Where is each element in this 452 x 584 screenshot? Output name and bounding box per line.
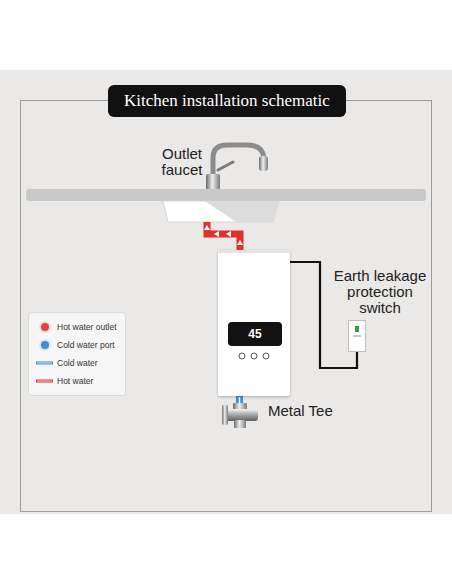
legend-line-highlight — [37, 381, 52, 382]
legend-text: Hot water — [57, 376, 93, 386]
display-readout: 45 — [228, 322, 282, 346]
legend-line-highlight — [37, 363, 52, 364]
legend-swatch-area — [35, 318, 55, 336]
faucet-neck — [213, 145, 264, 178]
flow-arrow — [214, 231, 219, 237]
legend-swatch-area — [35, 372, 55, 390]
faucet-base — [206, 174, 220, 190]
title-banner: Kitchen installation schematic — [108, 85, 346, 117]
legend-row: Cold water — [35, 354, 117, 372]
legend-line-sample — [35, 354, 55, 372]
legend-dot — [41, 341, 49, 349]
device-label: Earth leakage protection switch — [328, 268, 432, 316]
legend-row: Cold water port — [35, 336, 117, 354]
faucet-lever — [218, 162, 233, 170]
background-panel — [0, 70, 452, 514]
tee-outlet — [234, 420, 246, 428]
legend-text: Cold water port — [57, 340, 115, 350]
water-heater: 45 — [218, 250, 290, 396]
legend-text: Cold water — [57, 358, 98, 368]
control-icon — [239, 353, 245, 359]
leakage-switch: Earth leakage protection switch — [328, 268, 432, 352]
countertop — [26, 189, 426, 201]
legend-text: Hot water outlet — [57, 322, 117, 332]
part-label: Metal Tee — [268, 403, 333, 419]
tee-nut — [233, 403, 247, 410]
tee-valve-handle — [222, 405, 228, 425]
hot-water-pipe — [207, 222, 240, 250]
legend-swatch-area — [35, 336, 55, 354]
legend-swatch-area — [35, 354, 55, 372]
legend-dot — [41, 323, 49, 331]
legend-line — [36, 362, 53, 365]
legend-row: Hot water outlet — [35, 318, 117, 336]
title-text: Kitchen installation schematic — [108, 85, 346, 117]
sink-shading — [205, 201, 279, 222]
legend-line-sample — [35, 372, 55, 390]
switch-button — [355, 326, 359, 332]
heater-top-edge — [218, 250, 290, 253]
flow-arrow — [226, 231, 231, 237]
switch-body — [348, 320, 366, 352]
flow-arrow — [204, 225, 210, 230]
legend-box: Hot water outletCold water portCold wate… — [28, 312, 126, 396]
tee-body — [226, 409, 258, 421]
legend-row: Hot water — [35, 372, 117, 390]
switch-indicator — [353, 335, 361, 337]
legend-line — [36, 380, 53, 383]
flow-arrow — [237, 240, 243, 245]
frame — [21, 101, 432, 512]
sink-basin — [163, 201, 279, 222]
part-label: Outlet faucet — [152, 146, 212, 178]
label-block: Earth leakage protection switch — [328, 268, 432, 316]
faucet-spray-head — [259, 156, 268, 171]
control-icon — [251, 353, 257, 359]
control-icon — [263, 353, 269, 359]
